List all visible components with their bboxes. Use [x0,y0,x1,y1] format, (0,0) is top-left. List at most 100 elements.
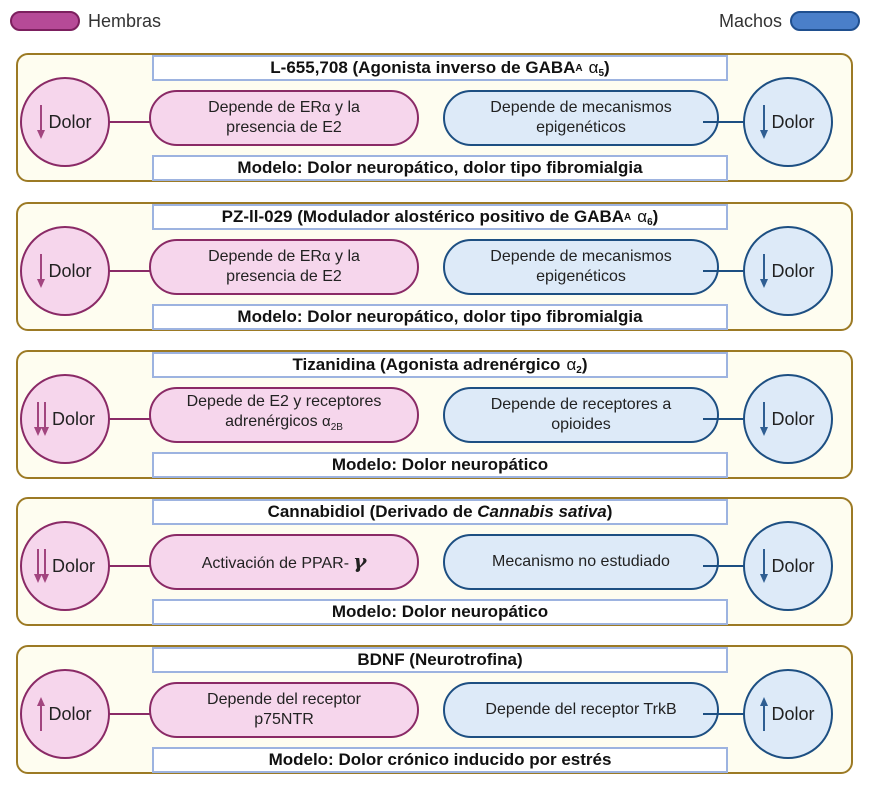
male-connector-line [703,121,745,123]
drug-title: BDNF (Neurotrofina) [152,647,728,673]
arrows-down-icon [760,254,769,288]
mechanism-text: y la [330,248,360,265]
arrows-down-icon [760,402,769,436]
title-close-paren: ) [606,502,613,521]
circle-label: Dolor [51,555,95,576]
legend-male-label: Machos [718,10,782,31]
circle-label: Dolor [48,111,92,132]
arrows-double-down-icon [33,402,49,436]
greek-alpha: α6 [637,206,653,228]
female-color-swatch [10,11,80,31]
drug-title-text: Cannabidiol (Derivado de [267,502,478,521]
circle-label: Dolor [48,260,92,281]
greek-alpha: α5 [588,57,605,79]
drug-title-text: Tizanidina (Agonista adrenérgico [292,355,561,374]
mechanism-text: Depende del receptor [207,691,361,708]
circle-label: Dolor [771,703,815,724]
model-box: Modelo: Dolor neuropático [152,599,728,625]
model-box: Modelo: Dolor neuropático, dolor tipo fi… [152,304,728,330]
legend-male: Machos [719,8,860,34]
greek-alpha: α2 [566,354,582,376]
mechanism-text: epigenéticos [536,268,626,285]
male-effect-circle: Dolor [743,521,833,611]
female-mechanism-pill: Activación de PPAR-γ [149,534,419,590]
male-effect-circle: Dolor [743,669,833,759]
mechanism-text: presencia de E2 [226,268,342,285]
mechanism-text: epigenéticos [536,119,626,136]
arrows-double-down-icon [33,549,49,583]
legend-female-label: Hembras [88,10,162,31]
circle-label: Dolor [771,111,815,132]
male-mechanism-pill: Depende del receptor TrkB [443,682,719,738]
mechanism-text: adrenérgicos [225,413,318,430]
greek-gamma: γ [353,548,367,573]
female-connector-line [108,270,150,272]
arrow-down-icon [760,549,769,583]
mechanism-text: Depende de ER [208,99,322,116]
greek-alpha: α2B [322,413,343,433]
female-connector-line [108,418,150,420]
male-effect-circle: Dolor [743,226,833,316]
male-mechanism-pill: Mecanismo no estudiado [443,534,719,590]
female-effect-circle: Dolor [20,374,110,464]
arrow-down-icon [760,105,769,139]
drug-title-subscript: A [575,62,583,74]
female-connector-line [108,565,150,567]
drug-title-text: PZ-ll-029 (Modulador alostérico positivo… [221,207,625,226]
mechanism-text: Depende de mecanismos [490,248,672,265]
drug-title: Cannabidiol (Derivado de Cannabis sativa… [152,499,728,525]
drug-panel-pz-ll-029: PZ-ll-029 (Modulador alostérico positivo… [16,202,853,331]
title-close-paren: ) [604,58,610,77]
male-connector-line [703,418,745,420]
male-effect-circle: Dolor [743,374,833,464]
female-effect-circle: Dolor [20,669,110,759]
arrow-up-icon [760,697,769,731]
arrow-down-icon [760,402,769,436]
drug-title-text: L-655,708 (Agonista inverso de GABA [270,58,576,77]
drug-panel-cannabidiol: Cannabidiol (Derivado de Cannabis sativa… [16,497,853,626]
male-connector-line [703,270,745,272]
mechanism-text: Depede de E2 y receptores [186,393,382,410]
mechanism-text: y la [330,99,360,116]
female-connector-line [108,713,150,715]
circle-label: Dolor [48,703,92,724]
arrows-up-icon [37,697,46,731]
male-connector-line [703,565,745,567]
arrow-down-icon [760,254,769,288]
mechanism-text: p75NTR [254,711,314,728]
mechanism-text: Depende de receptores a [490,396,672,413]
mechanism-text: Mecanismo no estudiado [492,553,670,570]
female-connector-line [108,121,150,123]
male-mechanism-pill: Depende de mecanismos epigenéticos [443,239,719,295]
female-effect-circle: Dolor [20,226,110,316]
drug-title: Tizanidina (Agonista adrenérgico α2) [152,352,728,378]
drug-title-italic: Cannabis sativa [477,502,607,521]
mechanism-text: Activación de PPAR- [201,554,350,572]
arrows-down-icon [760,549,769,583]
circle-label: Dolor [51,408,95,429]
arrows-up-icon [760,697,769,731]
title-close-paren: ) [652,207,659,226]
circle-label: Dolor [771,260,815,281]
arrows-down-icon [37,254,46,288]
legend-female: Hembras [10,8,161,34]
mechanism-text: Depende del receptor TrkB [485,701,677,718]
arrows-down-icon [760,105,769,139]
arrow-down-icon [37,254,46,288]
arrow-down-icon [40,402,49,436]
male-mechanism-pill: Depende de receptores a opioides [443,387,719,443]
model-box: Modelo: Dolor neuropático [152,452,728,478]
male-effect-circle: Dolor [743,77,833,167]
female-mechanism-pill: Depede de E2 y receptores adrenérgicos α2… [149,387,419,443]
mechanism-text: Depende de ER [208,248,322,265]
arrow-up-icon [37,697,46,731]
arrow-down-icon [37,105,46,139]
title-close-paren: ) [581,355,588,374]
female-effect-circle: Dolor [20,521,110,611]
mechanism-text: opioides [551,416,611,433]
